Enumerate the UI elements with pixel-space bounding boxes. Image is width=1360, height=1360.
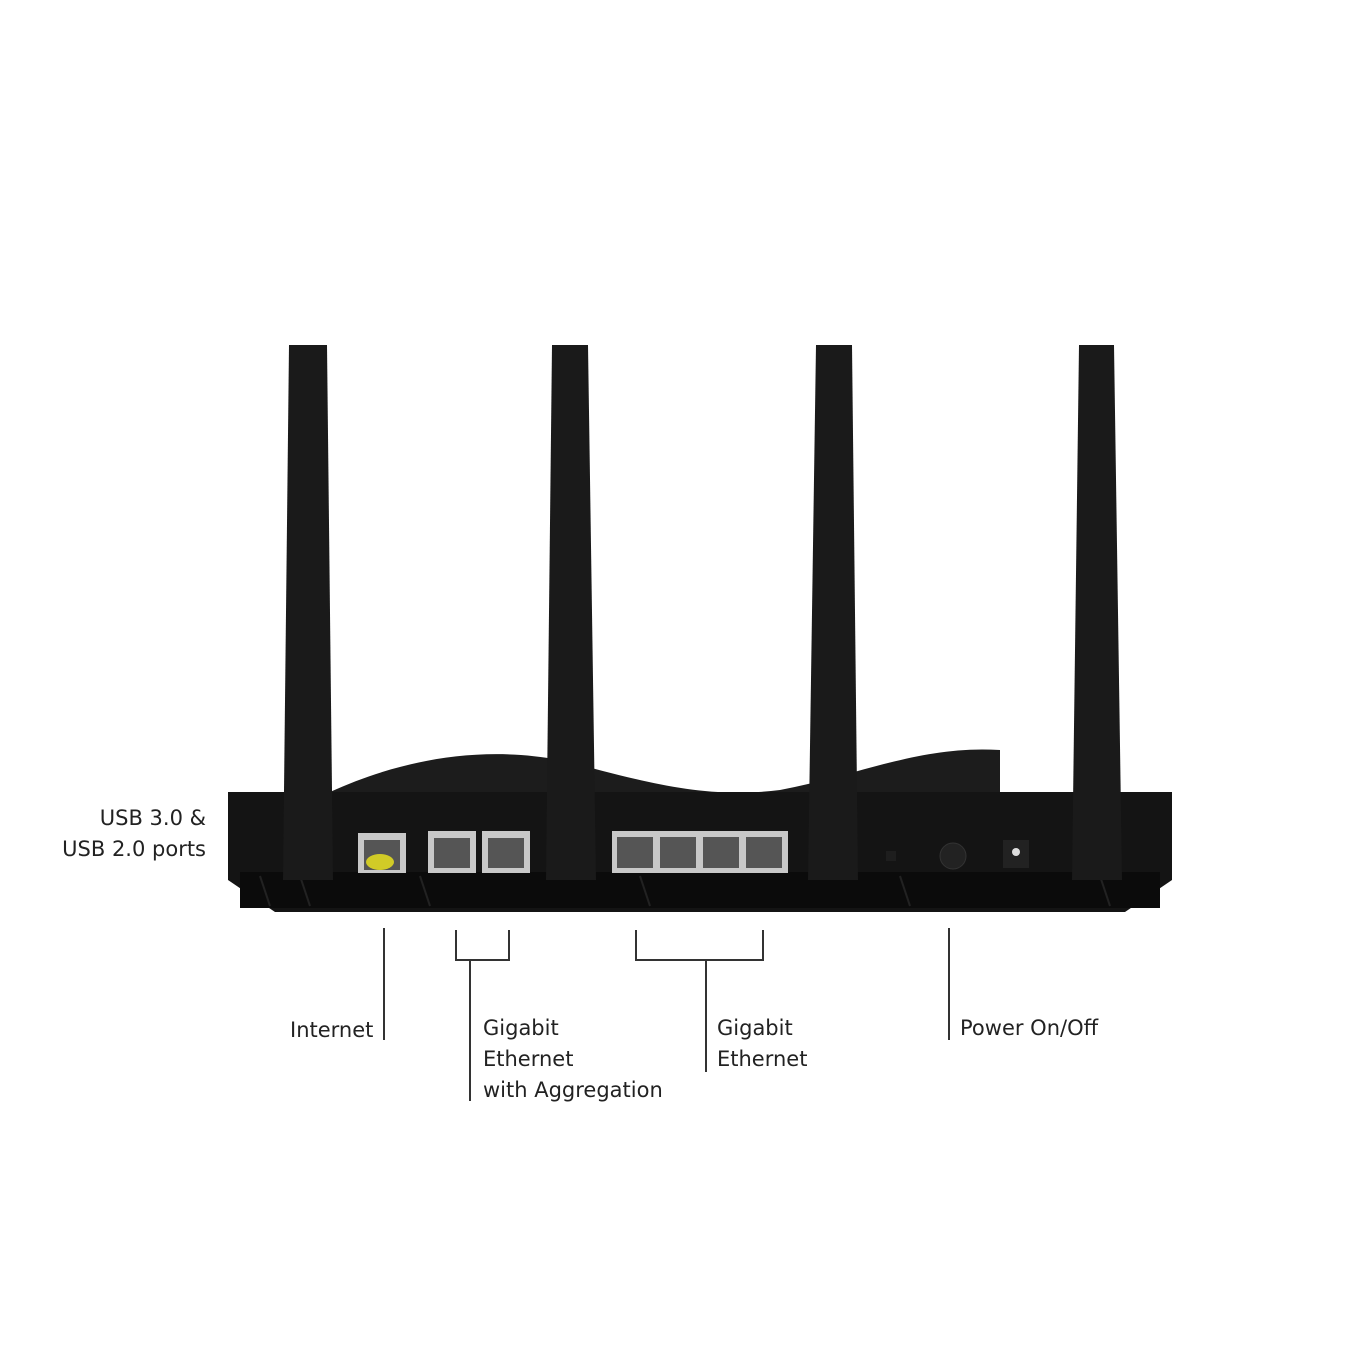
ethernet-label-line-2: Ethernet <box>717 1047 808 1071</box>
aggregation-callout-line <box>469 960 471 1101</box>
aggregation-bracket-left <box>455 930 457 960</box>
aggregation-label: Gigabit Ethernet with Aggregation <box>483 1013 663 1106</box>
internet-port-light <box>366 854 394 870</box>
antenna-1 <box>283 345 333 880</box>
router-top-shell <box>330 749 1000 793</box>
reset-button <box>886 851 896 861</box>
gigabit-ethernet-label: Gigabit Ethernet <box>717 1013 807 1075</box>
aggregation-label-line-1: Gigabit <box>483 1016 559 1040</box>
ethernet-bracket-left <box>635 930 637 960</box>
ethernet-bracket-right <box>762 930 764 960</box>
antenna-4 <box>1072 345 1122 880</box>
power-callout-line <box>948 928 950 1040</box>
aggregation-bracket-bar <box>455 959 510 961</box>
internet-callout-line <box>383 928 385 1040</box>
internet-label: Internet <box>290 1018 374 1042</box>
router-base-vents <box>240 872 1160 908</box>
usb-ports-label: USB 3.0 & USB 2.0 ports <box>62 803 206 865</box>
ethernet-bracket-bar <box>635 959 764 961</box>
lan-port-3 <box>703 837 739 868</box>
aggregation-bracket-right <box>508 930 510 960</box>
power-button <box>939 842 967 870</box>
antenna-3 <box>808 345 858 880</box>
lan-port-4 <box>746 837 782 868</box>
usb-label-line-2: USB 2.0 ports <box>62 837 206 861</box>
ethernet-callout-line <box>705 960 707 1072</box>
aggregation-label-line-2: Ethernet <box>483 1047 574 1071</box>
ethernet-label-line-1: Gigabit <box>717 1016 793 1040</box>
lan-port-1 <box>617 837 653 868</box>
power-label: Power On/Off <box>960 1016 1099 1040</box>
vent-lines <box>259 875 1111 907</box>
aggregation-label-line-3: with Aggregation <box>483 1078 663 1102</box>
antenna-2 <box>546 345 596 880</box>
usb-label-line-1: USB 3.0 & <box>99 806 206 830</box>
lan-port-2 <box>660 837 696 868</box>
